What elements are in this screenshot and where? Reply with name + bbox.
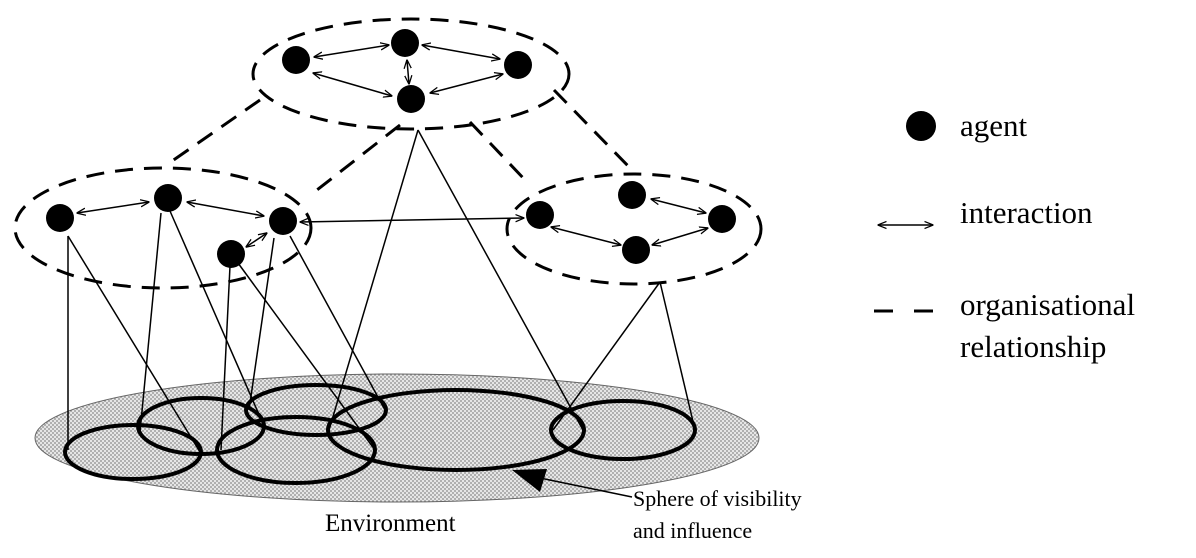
interaction-arrow [300,218,524,222]
legend-organisational-label-line2: relationship [960,329,1106,364]
legend-agent-icon [906,111,936,141]
organisation-link [164,98,261,168]
organisation-link [468,120,529,184]
environment-line [289,235,386,411]
agents [46,29,736,268]
sphere-label-line2: and influence [633,518,752,543]
interaction-arrow [313,73,392,96]
organisation-left [13,166,313,290]
interaction-arrow [551,227,621,245]
agent-node [391,29,419,57]
organisation-link [316,123,401,192]
organisation-link [552,88,636,174]
environment-line [248,237,275,411]
interaction-arrow [407,60,409,84]
interaction-arrow [314,45,389,57]
agent-node [618,181,646,209]
legend-interaction-label: interaction [960,195,1093,230]
agent-node [622,236,650,264]
environment-line [220,265,231,451]
legend-agent-label: agent [960,108,1028,143]
environment-label: Environment [325,510,456,537]
environment-line [328,129,419,431]
agent-node [46,204,74,232]
environment-line [67,235,201,453]
environment-line [139,212,162,433]
legend-organisational-label-line1: organisational [960,287,1135,322]
interaction-arrow [246,233,267,247]
organisation-top [251,17,571,131]
agent-node [154,184,182,212]
organisational-relationships [13,17,763,290]
agent-node [269,207,297,235]
agent-node [504,51,532,79]
environment-line [169,210,265,427]
interaction-arrow [422,45,500,59]
interaction-arrow [651,199,706,213]
agent-node [282,46,310,74]
interaction-arrow [187,202,264,216]
environment-line [552,281,661,431]
sphere-ellipse [244,383,388,437]
legend: agent interaction organisational relatio… [874,108,1135,364]
interaction-arrow [430,74,503,93]
agent-node [217,240,245,268]
sphere-label-line1: Sphere of visibility [633,486,802,511]
environment-line [237,262,376,451]
environment-lines [67,129,696,453]
agent-node [526,201,554,229]
organisation-right [505,172,763,286]
interactions [77,45,708,247]
environment-line [417,129,584,431]
environment-line [659,281,696,431]
agent-node [708,205,736,233]
sphere-pointer-arrowhead [512,469,547,492]
agent-node [397,85,425,113]
interaction-arrow [652,228,708,245]
interaction-arrow [77,202,149,213]
sphere-pointer-line [539,477,633,498]
sphere-ellipse [326,388,586,472]
